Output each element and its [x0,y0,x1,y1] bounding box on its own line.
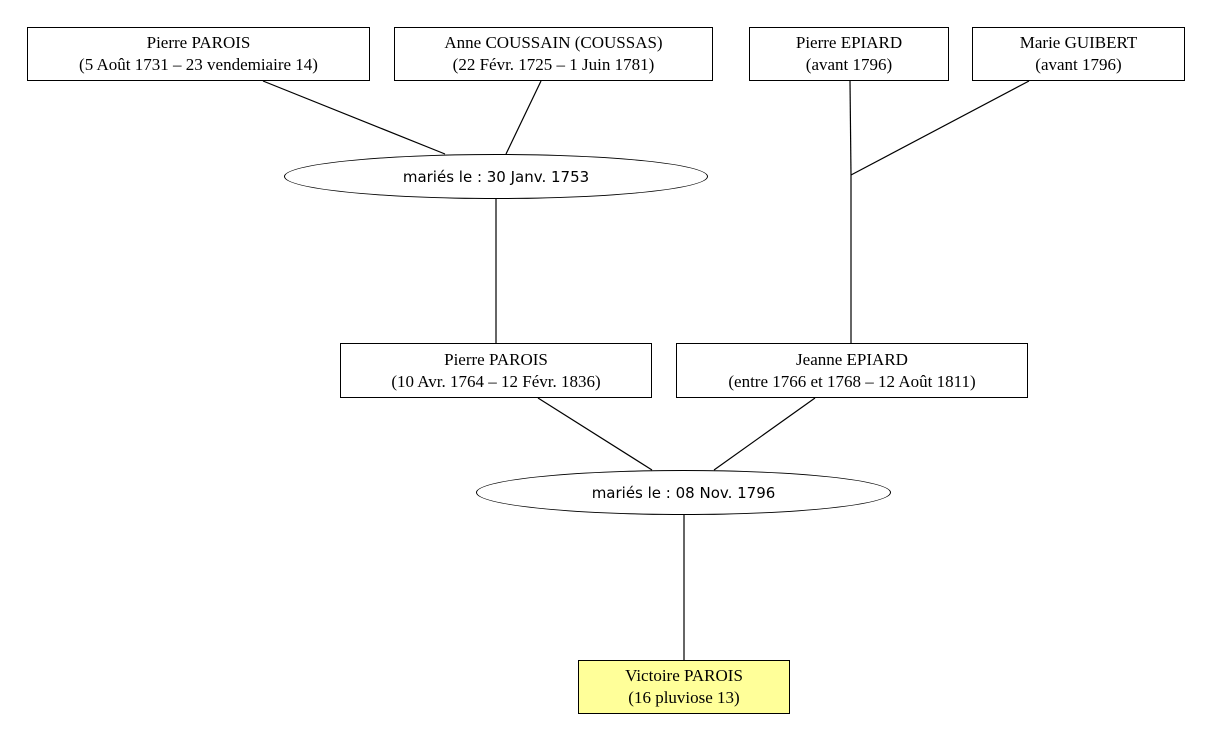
person-box-jeanne-epiard[interactable]: Jeanne EPIARD (entre 1766 et 1768 – 12 A… [676,343,1028,398]
marriage-label: mariés le : 08 Nov. 1796 [591,483,776,502]
person-dates: (avant 1796) [1035,55,1122,74]
marriage-node-1796[interactable]: mariés le : 08 Nov. 1796 [476,470,891,515]
link-pierre-parois-sr-to-marriage-1 [262,80,446,155]
person-box-anne-coussain[interactable]: Anne COUSSAIN (COUSSAS) (22 Févr. 1725 –… [394,27,713,81]
person-box-victoire-parois[interactable]: Victoire PAROIS (16 pluviose 13) [578,660,790,714]
person-box-pierre-parois-jr[interactable]: Pierre PAROIS (10 Avr. 1764 – 12 Févr. 1… [340,343,652,398]
person-box-pierre-parois-sr[interactable]: Pierre PAROIS (5 Août 1731 – 23 vendemia… [27,27,370,81]
person-dates: (10 Avr. 1764 – 12 Févr. 1836) [391,371,601,391]
person-name: Pierre PAROIS [444,349,548,369]
person-name: Pierre PAROIS [146,33,251,52]
person-name: Jeanne EPIARD [796,349,908,369]
person-dates: (16 pluviose 13) [628,688,740,707]
person-name: Anne COUSSAIN (COUSSAS) [444,33,663,52]
person-box-pierre-epiard[interactable]: Pierre EPIARD (avant 1796) [749,27,949,81]
link-pierre-epiard-to-junction [849,80,852,176]
link-marie-guibert-to-junction [850,80,1030,176]
marriage-node-1753[interactable]: mariés le : 30 Janv. 1753 [284,154,708,199]
person-dates: (entre 1766 et 1768 – 12 Août 1811) [728,371,976,391]
link-anne-coussain-to-marriage-1 [505,80,542,155]
person-name: Victoire PAROIS [625,666,743,685]
person-name: Pierre EPIARD [795,33,903,52]
link-pierre-parois-jr-to-marriage-2 [537,397,653,471]
person-name: Marie GUIBERT [1019,33,1138,52]
person-dates: (5 Août 1731 – 23 vendemiaire 14) [79,55,318,74]
person-box-marie-guibert[interactable]: Marie GUIBERT (avant 1796) [972,27,1185,81]
person-dates: (22 Févr. 1725 – 1 Juin 1781) [452,55,655,74]
link-jeanne-epiard-to-marriage-2 [713,397,816,471]
marriage-label: mariés le : 30 Janv. 1753 [402,167,590,186]
person-dates: (avant 1796) [805,55,893,74]
